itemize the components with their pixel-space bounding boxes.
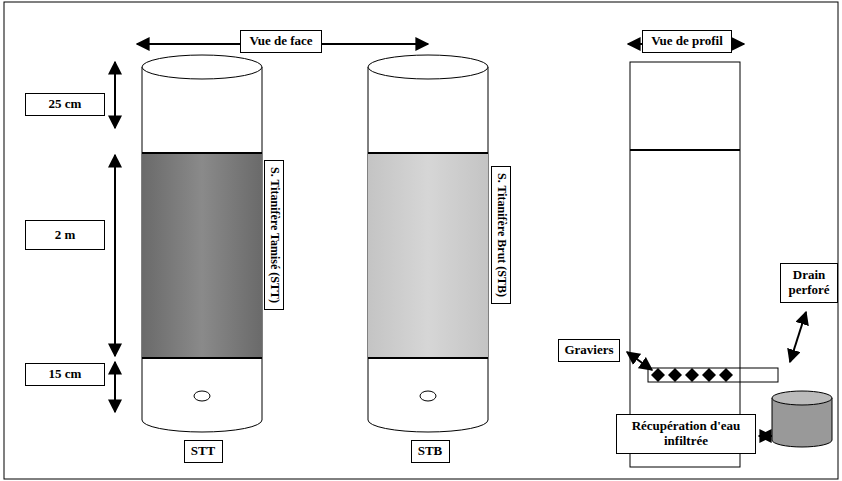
text-box: 25 cm [25, 93, 105, 116]
pointer-arrow [627, 352, 652, 370]
text-box: Drain perforé [780, 263, 838, 303]
material-label: S. Titanifère Tamisé (STT) [264, 160, 284, 310]
dimension-arrow [114, 155, 116, 356]
material-label: S. Titanifère Brut (STB) [491, 166, 511, 304]
text-box: Vue de face [240, 30, 322, 53]
label-text: Graviers [563, 343, 615, 358]
label-text: 15 cm [30, 367, 100, 382]
text-box: STB [411, 440, 450, 463]
label-text: STT [189, 444, 218, 459]
column-cylinder [368, 55, 488, 432]
profile-column [630, 62, 778, 467]
text-box: Récupération d'eau infiltrée [616, 414, 756, 454]
text-box: Vue de profil [642, 30, 732, 53]
pointer-arrow [790, 312, 806, 362]
text-box: Graviers [558, 339, 620, 362]
label-text: S. Titanifère Tamisé (STT) [267, 167, 281, 303]
text-box: STT [184, 440, 223, 463]
dimension-arrow [114, 62, 116, 128]
gravel-stone [668, 368, 682, 382]
label-text: 25 cm [30, 97, 100, 112]
label-text: Vue de profil [647, 34, 727, 49]
label-text: S. Titanifère Brut (STB) [494, 173, 508, 297]
perforated-drain [648, 368, 778, 382]
label-text: Vue de face [245, 34, 317, 49]
gravel-stone [702, 368, 716, 382]
column-cylinder [142, 55, 262, 432]
label-text: 2 m [30, 228, 100, 243]
label-text: Récupération d'eau infiltrée [621, 419, 751, 449]
gravel-stone [719, 368, 733, 382]
text-box: 2 m [25, 220, 105, 250]
dimension-arrow [114, 362, 116, 412]
collection-container [772, 391, 832, 447]
frame [4, 2, 838, 479]
text-box: 15 cm [25, 363, 105, 386]
gravel [651, 368, 733, 382]
label-text: Drain perforé [785, 268, 833, 298]
gravel-stone [685, 368, 699, 382]
pointer-arrow [759, 435, 772, 437]
gravel-stone [651, 368, 665, 382]
label-text: STB [416, 444, 445, 459]
